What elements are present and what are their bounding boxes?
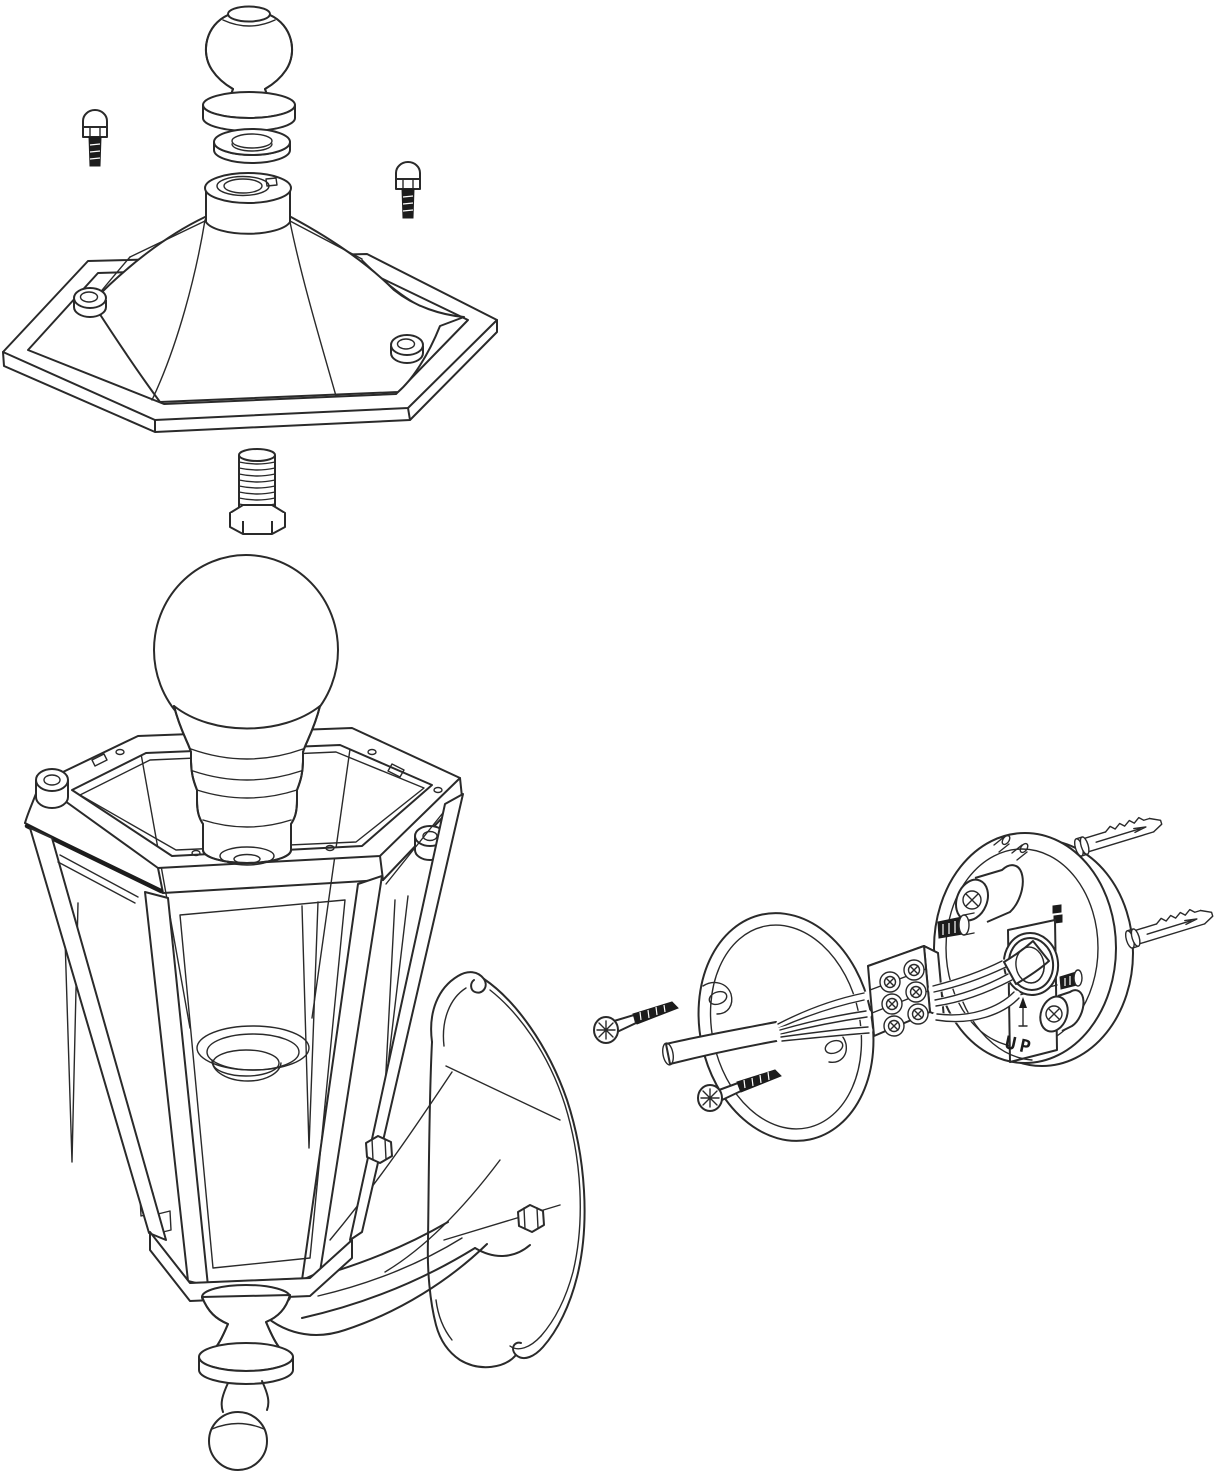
roof-tab-right — [390, 334, 424, 364]
wall-plug-1 — [1073, 816, 1163, 857]
roof-tab-left — [73, 287, 107, 318]
up-arrow-icon — [1018, 997, 1028, 1027]
wall-plug-2 — [1124, 908, 1214, 949]
roof — [2, 172, 498, 433]
plate-post-right — [1039, 989, 1085, 1033]
mounting-screw-2 — [697, 1069, 782, 1112]
lantern-interior — [63, 734, 425, 1234]
plate-center-block: UP — [1002, 919, 1060, 1063]
cap-screw-left — [82, 109, 108, 167]
plate-stud-right — [1059, 969, 1083, 990]
finial-cap — [202, 5, 296, 132]
roof-hub — [204, 172, 292, 235]
supply-cable — [662, 991, 873, 1066]
lantern-bolt — [365, 1135, 393, 1164]
cap-screw-right — [395, 161, 421, 219]
bracket-bolt — [517, 1204, 545, 1233]
wires-to-plate — [928, 940, 1050, 1023]
rim-corner-boss-left — [35, 768, 69, 809]
terminal-block — [867, 945, 945, 1037]
washer — [213, 128, 291, 164]
light-bulb — [153, 554, 339, 866]
lantern-body — [24, 727, 464, 1302]
hex-bolt — [229, 448, 286, 535]
plate-stud-left — [937, 912, 975, 939]
terminal-screws — [879, 959, 929, 1037]
mounting-screw-1 — [593, 1001, 679, 1044]
bulb-socket — [196, 1025, 310, 1082]
bottom-finial — [198, 1284, 294, 1471]
wall-bracket — [251, 971, 586, 1369]
